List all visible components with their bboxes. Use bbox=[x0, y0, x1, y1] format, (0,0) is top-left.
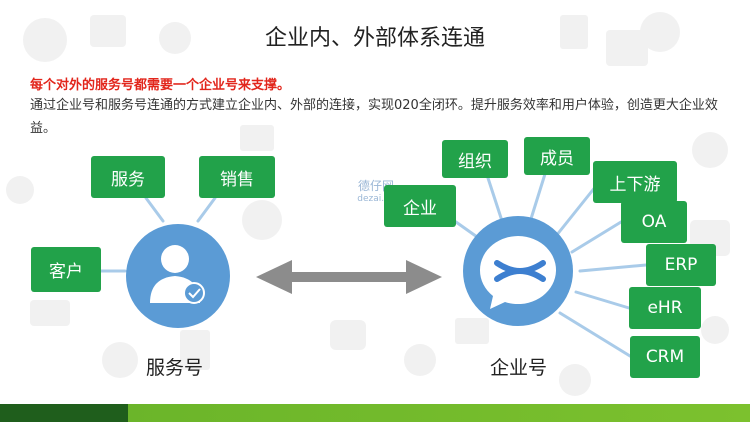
connector-chain bbox=[554, 184, 598, 238]
tag-sales: 销售 bbox=[199, 156, 275, 198]
connector-member bbox=[528, 172, 547, 224]
connector-crm bbox=[558, 311, 632, 358]
bg-music-icon bbox=[180, 330, 210, 370]
tag-crm: CRM bbox=[630, 336, 700, 378]
bg-wheel-icon bbox=[242, 200, 282, 240]
connector-ehr bbox=[574, 290, 631, 310]
lead-description: 通过企业号和服务号连通的方式建立企业内、外部的连接，实现020全闭环。提升服务效… bbox=[30, 98, 718, 136]
bg-gear-icon bbox=[159, 22, 191, 54]
bg-clock-icon bbox=[701, 316, 729, 344]
service-account-label: 服务号 bbox=[146, 357, 204, 379]
bg-bag-icon bbox=[330, 320, 366, 350]
tag-service: 服务 bbox=[91, 156, 165, 198]
tag-upstream-downstream: 上下游 bbox=[593, 161, 677, 203]
bg-calendar-icon bbox=[606, 30, 648, 66]
bg-card-icon bbox=[455, 318, 489, 344]
enterprise-account-label: 企业号 bbox=[490, 357, 548, 379]
footer-bar-dark-segment bbox=[0, 404, 128, 422]
service-account-circle bbox=[126, 224, 230, 328]
bg-chat-icon bbox=[23, 18, 67, 62]
tag-ehr: eHR bbox=[629, 287, 701, 329]
bidirectional-arrow bbox=[256, 260, 442, 294]
watermark-domain: dezai.cn bbox=[357, 194, 395, 204]
bg-pin-icon bbox=[404, 344, 436, 376]
enterprise-chat-icon bbox=[479, 236, 556, 309]
tag-erp: ERP bbox=[646, 244, 716, 286]
bg-star-icon bbox=[692, 132, 728, 168]
connector-sales bbox=[196, 196, 217, 223]
connector-org bbox=[485, 173, 505, 226]
connector-erp bbox=[578, 263, 648, 273]
bg-tv-icon bbox=[240, 125, 274, 151]
bg-globe-icon bbox=[640, 12, 680, 52]
tag-customer: 客户 bbox=[31, 247, 101, 292]
bg-heart-icon bbox=[102, 342, 138, 378]
lead-highlight: 每个对外的服务号都需要一个企业号来支撑。 bbox=[30, 78, 291, 93]
bg-calendar-icon bbox=[90, 15, 126, 47]
page-title: 企业内、外部体系连通 bbox=[264, 26, 485, 51]
footer-bar bbox=[0, 404, 750, 422]
bg-bubble-icon bbox=[6, 176, 34, 204]
bg-ring-icon bbox=[559, 364, 591, 396]
tag-oa: OA bbox=[621, 201, 687, 243]
connector-oa bbox=[570, 220, 623, 254]
bg-doc-icon bbox=[560, 15, 588, 49]
connector-service bbox=[144, 196, 165, 223]
tag-organization: 组织 bbox=[442, 140, 508, 178]
bg-cart-icon bbox=[30, 300, 70, 326]
tag-member: 成员 bbox=[524, 137, 590, 175]
user-check-icon bbox=[150, 245, 205, 304]
tag-enterprise: 企业 bbox=[384, 185, 456, 227]
